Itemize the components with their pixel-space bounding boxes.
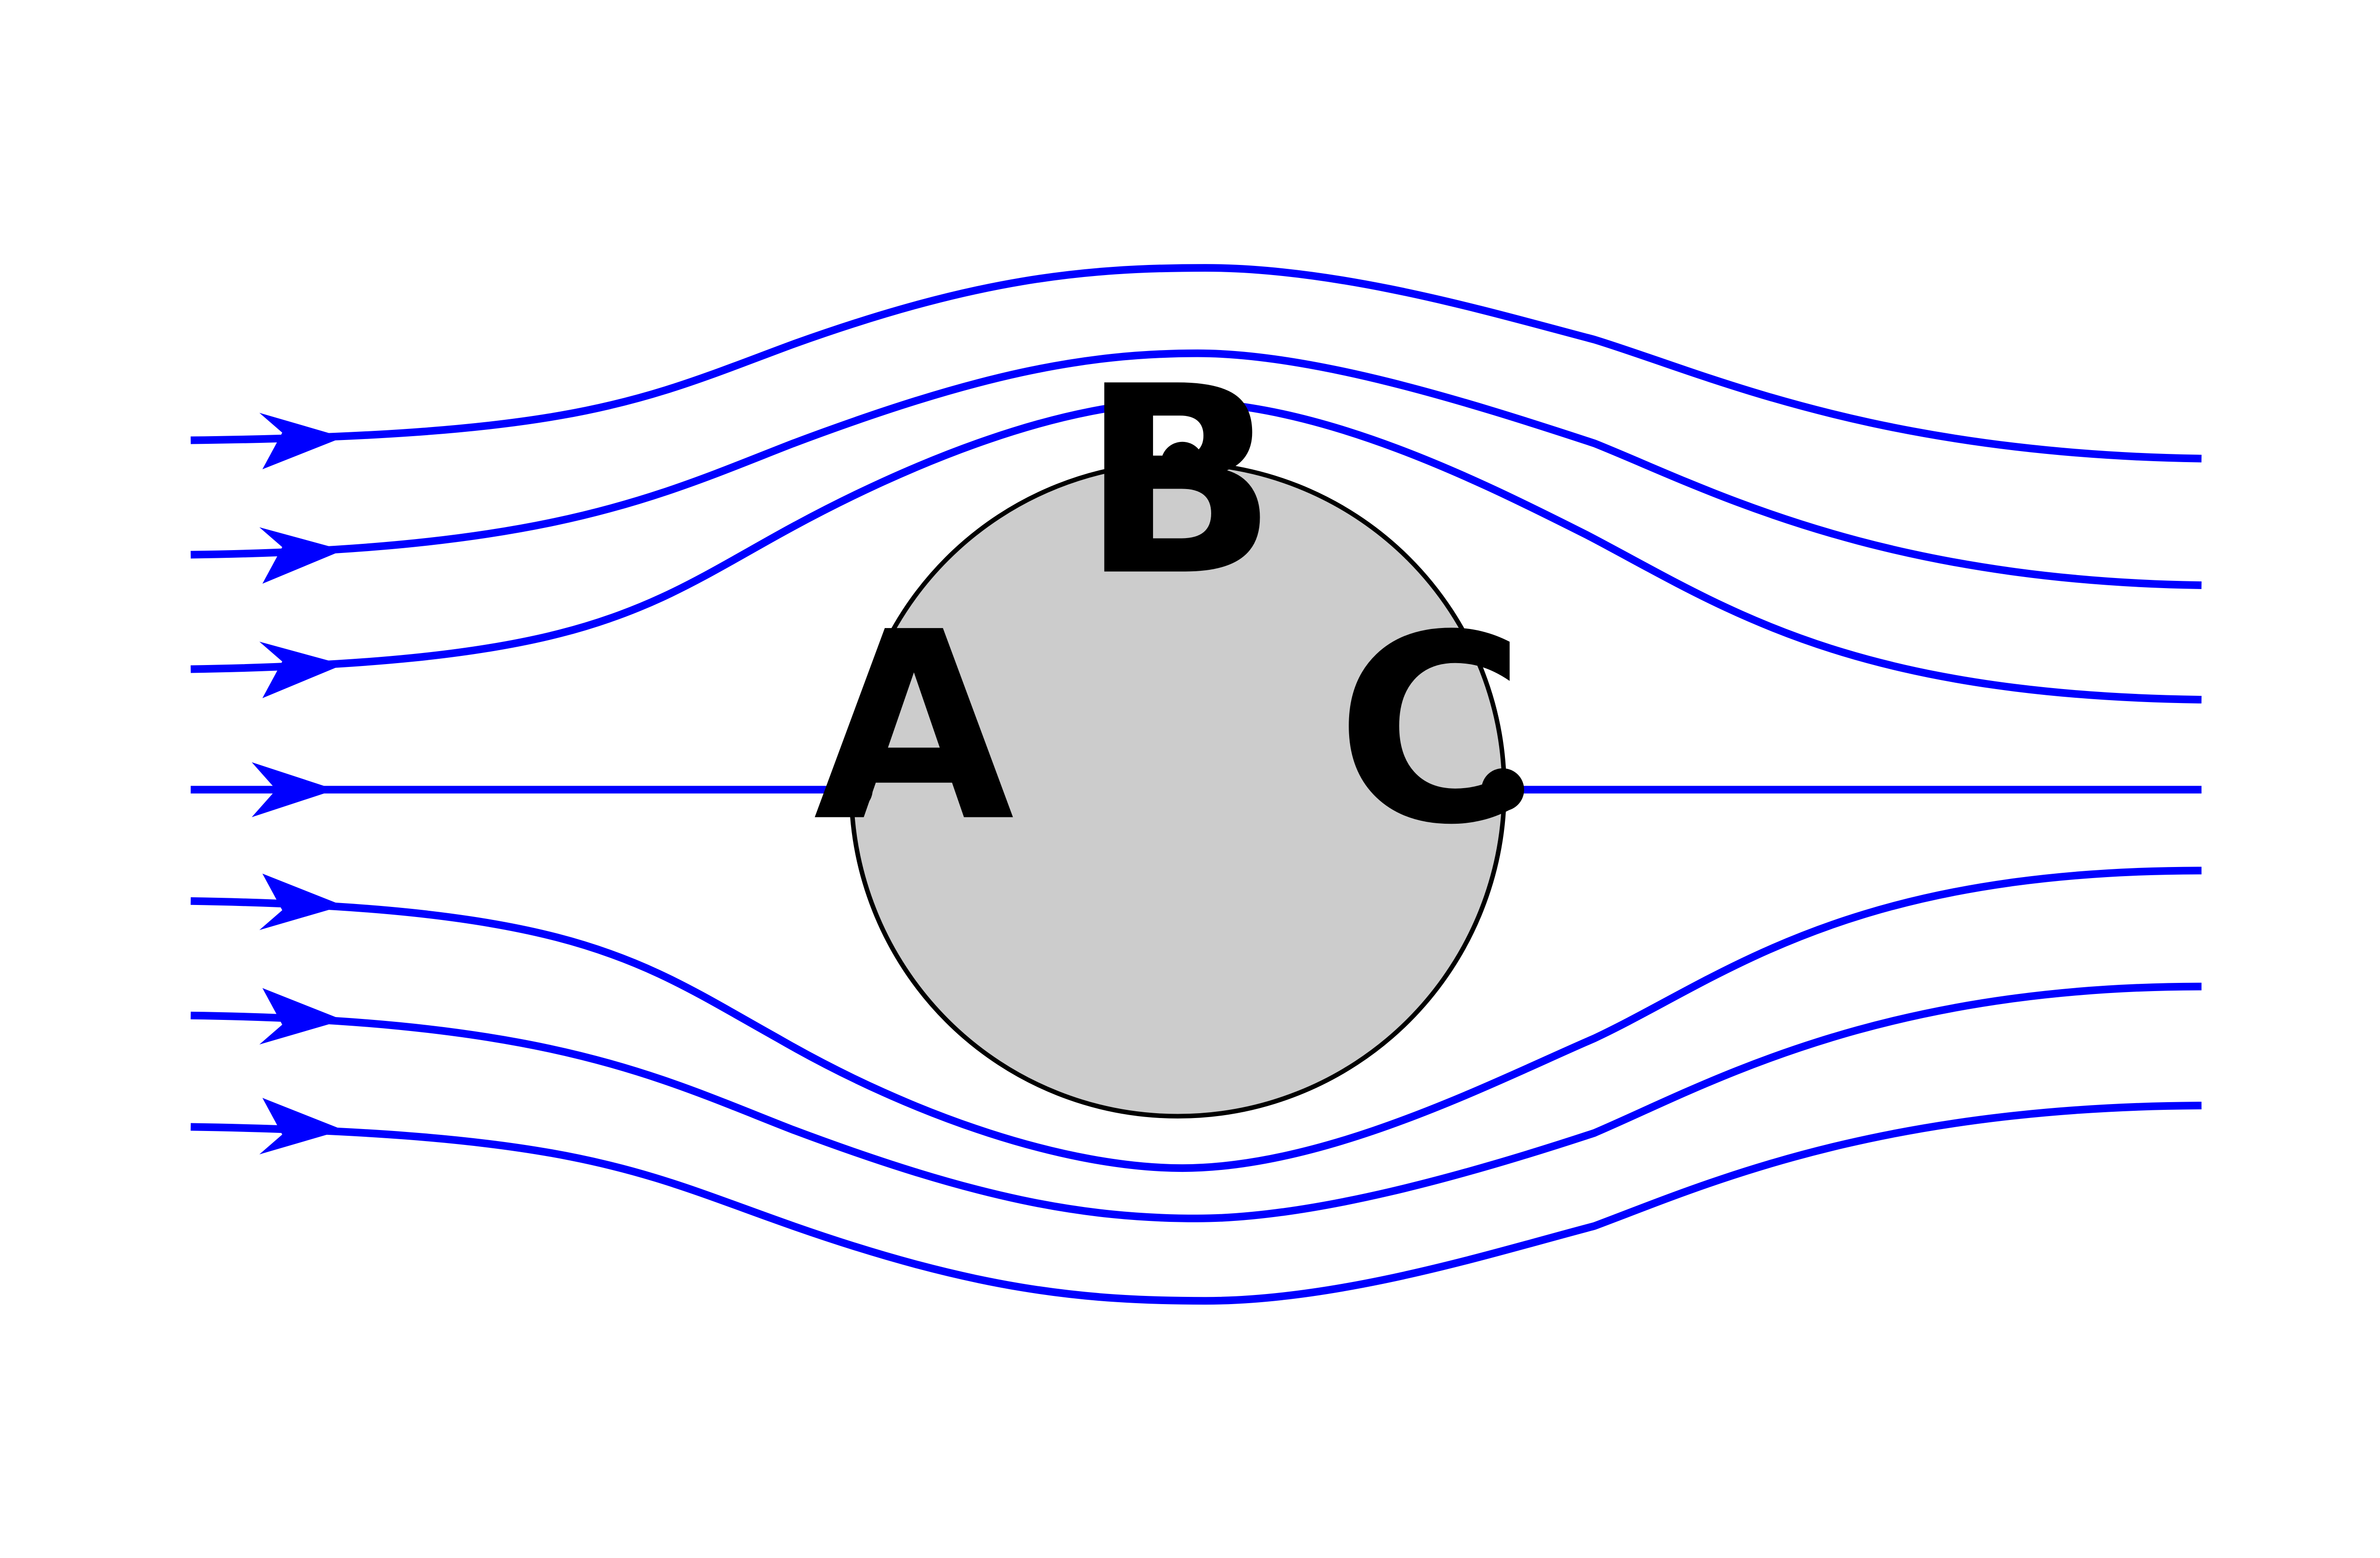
flow-arrow-icon	[259, 988, 343, 1045]
flow-arrow-icon	[259, 1098, 343, 1155]
streamline-7	[190, 1102, 2202, 1305]
streamlines	[190, 264, 2202, 1305]
point-a-label: A	[814, 577, 1016, 879]
streamline-3	[190, 398, 2202, 704]
streamline-2	[190, 349, 2202, 589]
streamline-1	[190, 264, 2202, 463]
flow-arrow-icon	[251, 762, 336, 817]
flow-arrow-icon	[259, 413, 343, 469]
streamline-5	[190, 867, 2202, 1172]
surface-points: A B C	[814, 331, 1526, 881]
streamline-6	[190, 982, 2202, 1222]
flow-arrow-icon	[259, 641, 343, 698]
point-a-marker	[830, 768, 873, 811]
flow-arrowheads	[251, 413, 343, 1155]
flow-arrow-icon	[259, 873, 343, 930]
point-c-marker	[1481, 768, 1524, 811]
point-b-marker	[1161, 441, 1204, 485]
flow-arrow-icon	[259, 527, 343, 584]
point-c-label: C	[1336, 580, 1526, 882]
point-b-label: B	[1080, 331, 1278, 633]
